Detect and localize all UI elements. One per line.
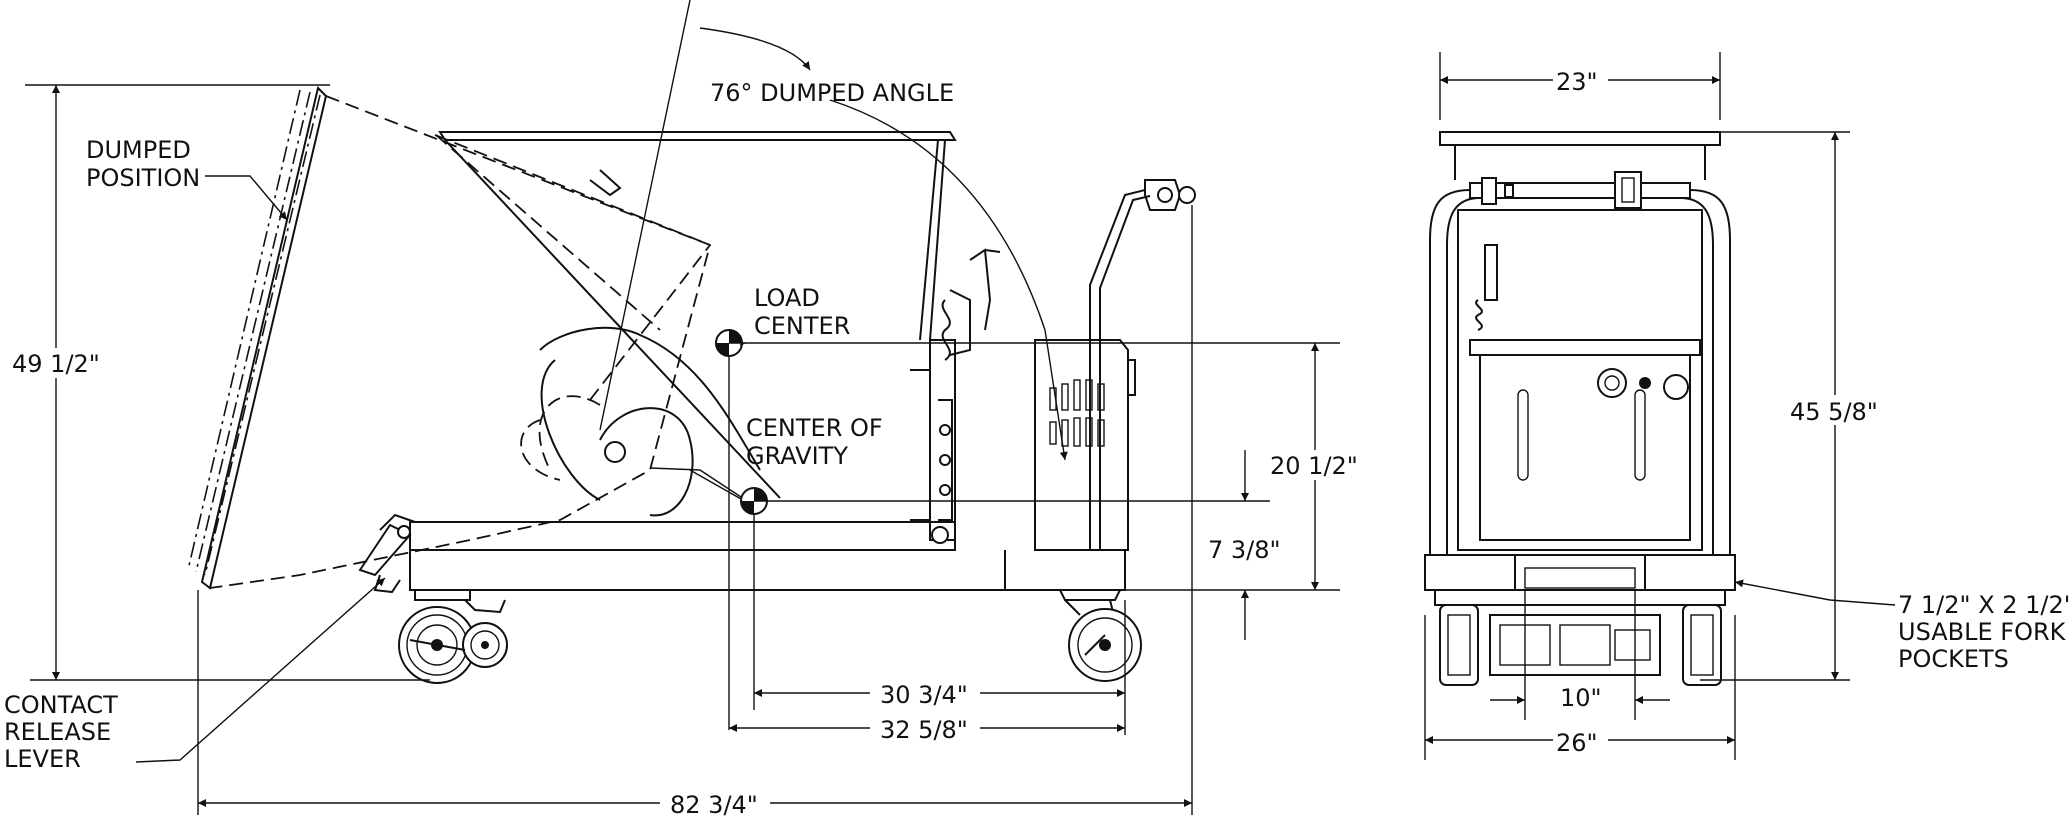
hydraulic-unit <box>1034 339 1136 551</box>
contact-release-label-line1: CONTACT <box>4 691 118 719</box>
center-of-gravity-label-line2: GRAVITY <box>746 442 848 470</box>
load-center-label-line2: CENTER <box>754 312 850 340</box>
contact-release-label-line3: LEVER <box>4 745 81 773</box>
dumped-angle-label: 76° DUMPED ANGLE <box>710 79 954 107</box>
dim-overall-length: 82 3/4" <box>670 791 758 819</box>
dim-front-overall-height: 45 5/8" <box>1790 398 1878 426</box>
base-frame <box>358 513 1126 594</box>
dim-cog-distance: 30 3/4" <box>880 681 968 709</box>
dumped-hopper-outline <box>187 86 712 590</box>
dim-overall-height: 49 1/2" <box>12 350 100 378</box>
lift-mechanism <box>910 248 1001 544</box>
dumped-position-label-line1: DUMPED <box>86 136 191 164</box>
front-caster <box>1059 589 1142 682</box>
fork-pockets-label-line1: 7 1/2" X 2 1/2" <box>1898 591 2070 619</box>
center-of-gravity-label-line1: CENTER OF <box>746 414 883 442</box>
upright-hopper <box>438 131 957 517</box>
dumped-position-label-line2: POSITION <box>86 164 200 192</box>
dumped-angle-arrow <box>699 27 811 71</box>
center-of-gravity-marker <box>689 469 1270 710</box>
push-handle <box>1089 179 1196 550</box>
dim-fork-spacing: 10" <box>1560 684 1602 712</box>
load-center-marker <box>715 329 1340 730</box>
fork-pockets-label-line3: POCKETS <box>1898 645 2009 673</box>
dim-front-top-width: 23" <box>1556 68 1598 96</box>
front-view: 23" 45 5/8" 10" 26" 7 1/2" X 2 1/2" USAB… <box>1424 52 2070 760</box>
dumped-angle-arc <box>829 99 1046 331</box>
side-view: 76° DUMPED ANGLE DUMPED POSITION LOAD CE… <box>4 0 1363 819</box>
dim-front-overall-width: 26" <box>1556 729 1598 757</box>
rear-casters <box>398 590 508 684</box>
contact-release-label-line2: RELEASE <box>4 718 111 746</box>
dumped-angle-line <box>599 0 691 431</box>
dim-load-center-distance: 32 5/8" <box>880 716 968 744</box>
fork-pockets-label-line2: USABLE FORK <box>1898 618 2067 646</box>
load-center-label-line1: LOAD <box>754 284 820 312</box>
dim-load-center-height: 20 1/2" <box>1270 452 1358 480</box>
dim-cog-height: 7 3/8" <box>1208 536 1281 564</box>
fork-pocket-leader <box>1734 579 1896 606</box>
